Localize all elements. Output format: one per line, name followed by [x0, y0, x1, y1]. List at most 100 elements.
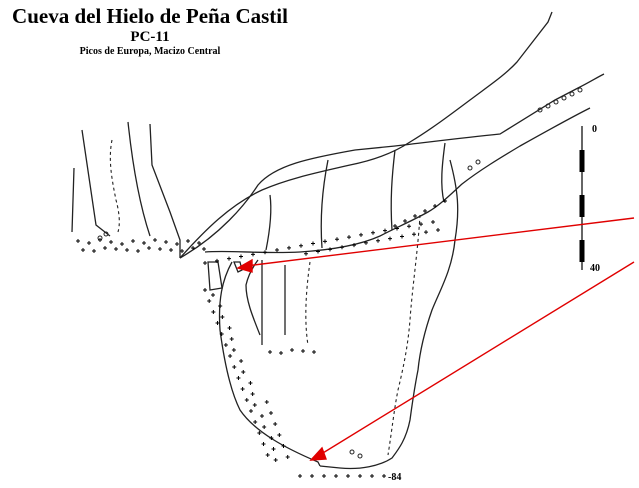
- arrow-1-head: [236, 258, 253, 273]
- ice-mark: [443, 199, 447, 203]
- annotation-arrows: [236, 217, 635, 461]
- arrow-2-head: [309, 446, 327, 461]
- ice-mark: [120, 242, 124, 246]
- ice-fill-marks: [76, 199, 447, 478]
- ice-mark: [203, 261, 207, 265]
- ice-mark: [220, 315, 225, 319]
- ice-mark: [334, 474, 338, 478]
- scale-bar: [579, 126, 585, 270]
- left-block-b: [233, 261, 243, 273]
- estimated-walls: [109, 139, 421, 456]
- ice-mark: [244, 398, 249, 402]
- ice-mark: [376, 238, 380, 243]
- ice-mark: [125, 248, 129, 252]
- ice-mark: [263, 250, 267, 255]
- ice-mark: [219, 332, 224, 336]
- ice-mark: [346, 474, 350, 478]
- ice-mark: [203, 288, 207, 292]
- ice-mark: [301, 349, 305, 353]
- ice-mark: [223, 343, 228, 347]
- shaft-west-wall: [218, 261, 321, 467]
- ice-mark: [403, 219, 407, 223]
- ice-mark: [312, 350, 316, 354]
- ice-mark: [393, 224, 397, 228]
- arrow-1-line: [245, 217, 635, 267]
- ice-mark: [299, 243, 303, 248]
- ice-mark: [236, 376, 241, 380]
- ice-mark: [268, 350, 272, 354]
- ice-mark: [253, 420, 258, 424]
- ice-mark: [335, 237, 339, 242]
- west-wall-1: [71, 167, 75, 233]
- ice-mark: [153, 238, 157, 242]
- ice-mark: [232, 365, 237, 369]
- ice-mark: [227, 256, 231, 261]
- ice-mark: [262, 425, 267, 429]
- ice-mark: [215, 258, 219, 263]
- ice-mark: [248, 381, 253, 385]
- ice-mark: [285, 455, 290, 459]
- ice-mark: [273, 422, 278, 426]
- dashed-west: [109, 139, 120, 233]
- ice-mark: [277, 433, 282, 437]
- ice-mark: [298, 474, 302, 478]
- upper-passage-wall: [179, 11, 553, 259]
- shaft-inner-wall: [245, 259, 261, 336]
- cave-location: Picos de Europa, Macizo Central: [79, 46, 221, 57]
- depth-label: -84: [388, 472, 402, 483]
- ice-mark: [371, 230, 375, 235]
- ice-mark: [347, 235, 351, 240]
- ice-mark: [370, 474, 374, 478]
- dashed-east: [387, 214, 421, 456]
- ice-mark: [257, 431, 262, 435]
- upper-ledge: [204, 107, 591, 254]
- ice-mark: [76, 239, 80, 243]
- ice-mark: [433, 204, 437, 208]
- scale-label-bottom: 40: [590, 263, 600, 274]
- ice-mark: [191, 246, 195, 250]
- cave-walls: [71, 11, 605, 470]
- west-wall-3: [127, 121, 151, 237]
- west-wall-4: [149, 123, 181, 258]
- shaft-east-wall: [319, 369, 419, 470]
- ice-mark: [175, 242, 179, 246]
- ice-mark: [231, 348, 236, 352]
- ice-mark: [92, 249, 96, 253]
- ice-mark: [158, 247, 162, 251]
- scale-label-top: 0: [592, 124, 597, 135]
- ice-mark: [248, 409, 253, 413]
- arrow-2-line: [317, 261, 635, 457]
- upper-crack-2: [390, 149, 396, 231]
- ice-mark: [290, 348, 294, 352]
- ice-mark: [228, 354, 233, 358]
- ice-mark: [250, 392, 255, 396]
- scale-segment-2: [579, 195, 585, 217]
- ice-mark: [273, 458, 278, 462]
- ice-mark: [103, 246, 107, 250]
- ice-mark: [275, 248, 279, 253]
- ice-mark: [316, 249, 320, 254]
- left-block-a: [207, 261, 223, 291]
- ice-mark: [131, 239, 135, 243]
- cave-title: Cueva del Hielo de Peña Castil: [12, 4, 288, 28]
- ice-mark: [239, 359, 244, 363]
- ice-mark: [197, 241, 201, 245]
- ice-mark: [352, 243, 356, 248]
- ice-mark: [142, 241, 146, 245]
- ice-mark: [395, 226, 399, 231]
- ice-mark: [364, 240, 368, 245]
- ice-mark: [383, 228, 387, 233]
- ice-mark: [169, 248, 173, 252]
- ice-mark: [358, 474, 362, 478]
- title-block: Cueva del Hielo de Peña Castil PC-11 Pic…: [5, 4, 295, 59]
- ice-mark: [215, 321, 220, 325]
- ice-mark: [211, 293, 215, 297]
- ice-mark: [218, 304, 223, 308]
- ice-mark: [241, 370, 246, 374]
- ice-mark: [423, 209, 427, 213]
- ice-mark: [382, 474, 386, 478]
- ice-mark: [180, 249, 184, 253]
- ceiling-line: [179, 73, 605, 259]
